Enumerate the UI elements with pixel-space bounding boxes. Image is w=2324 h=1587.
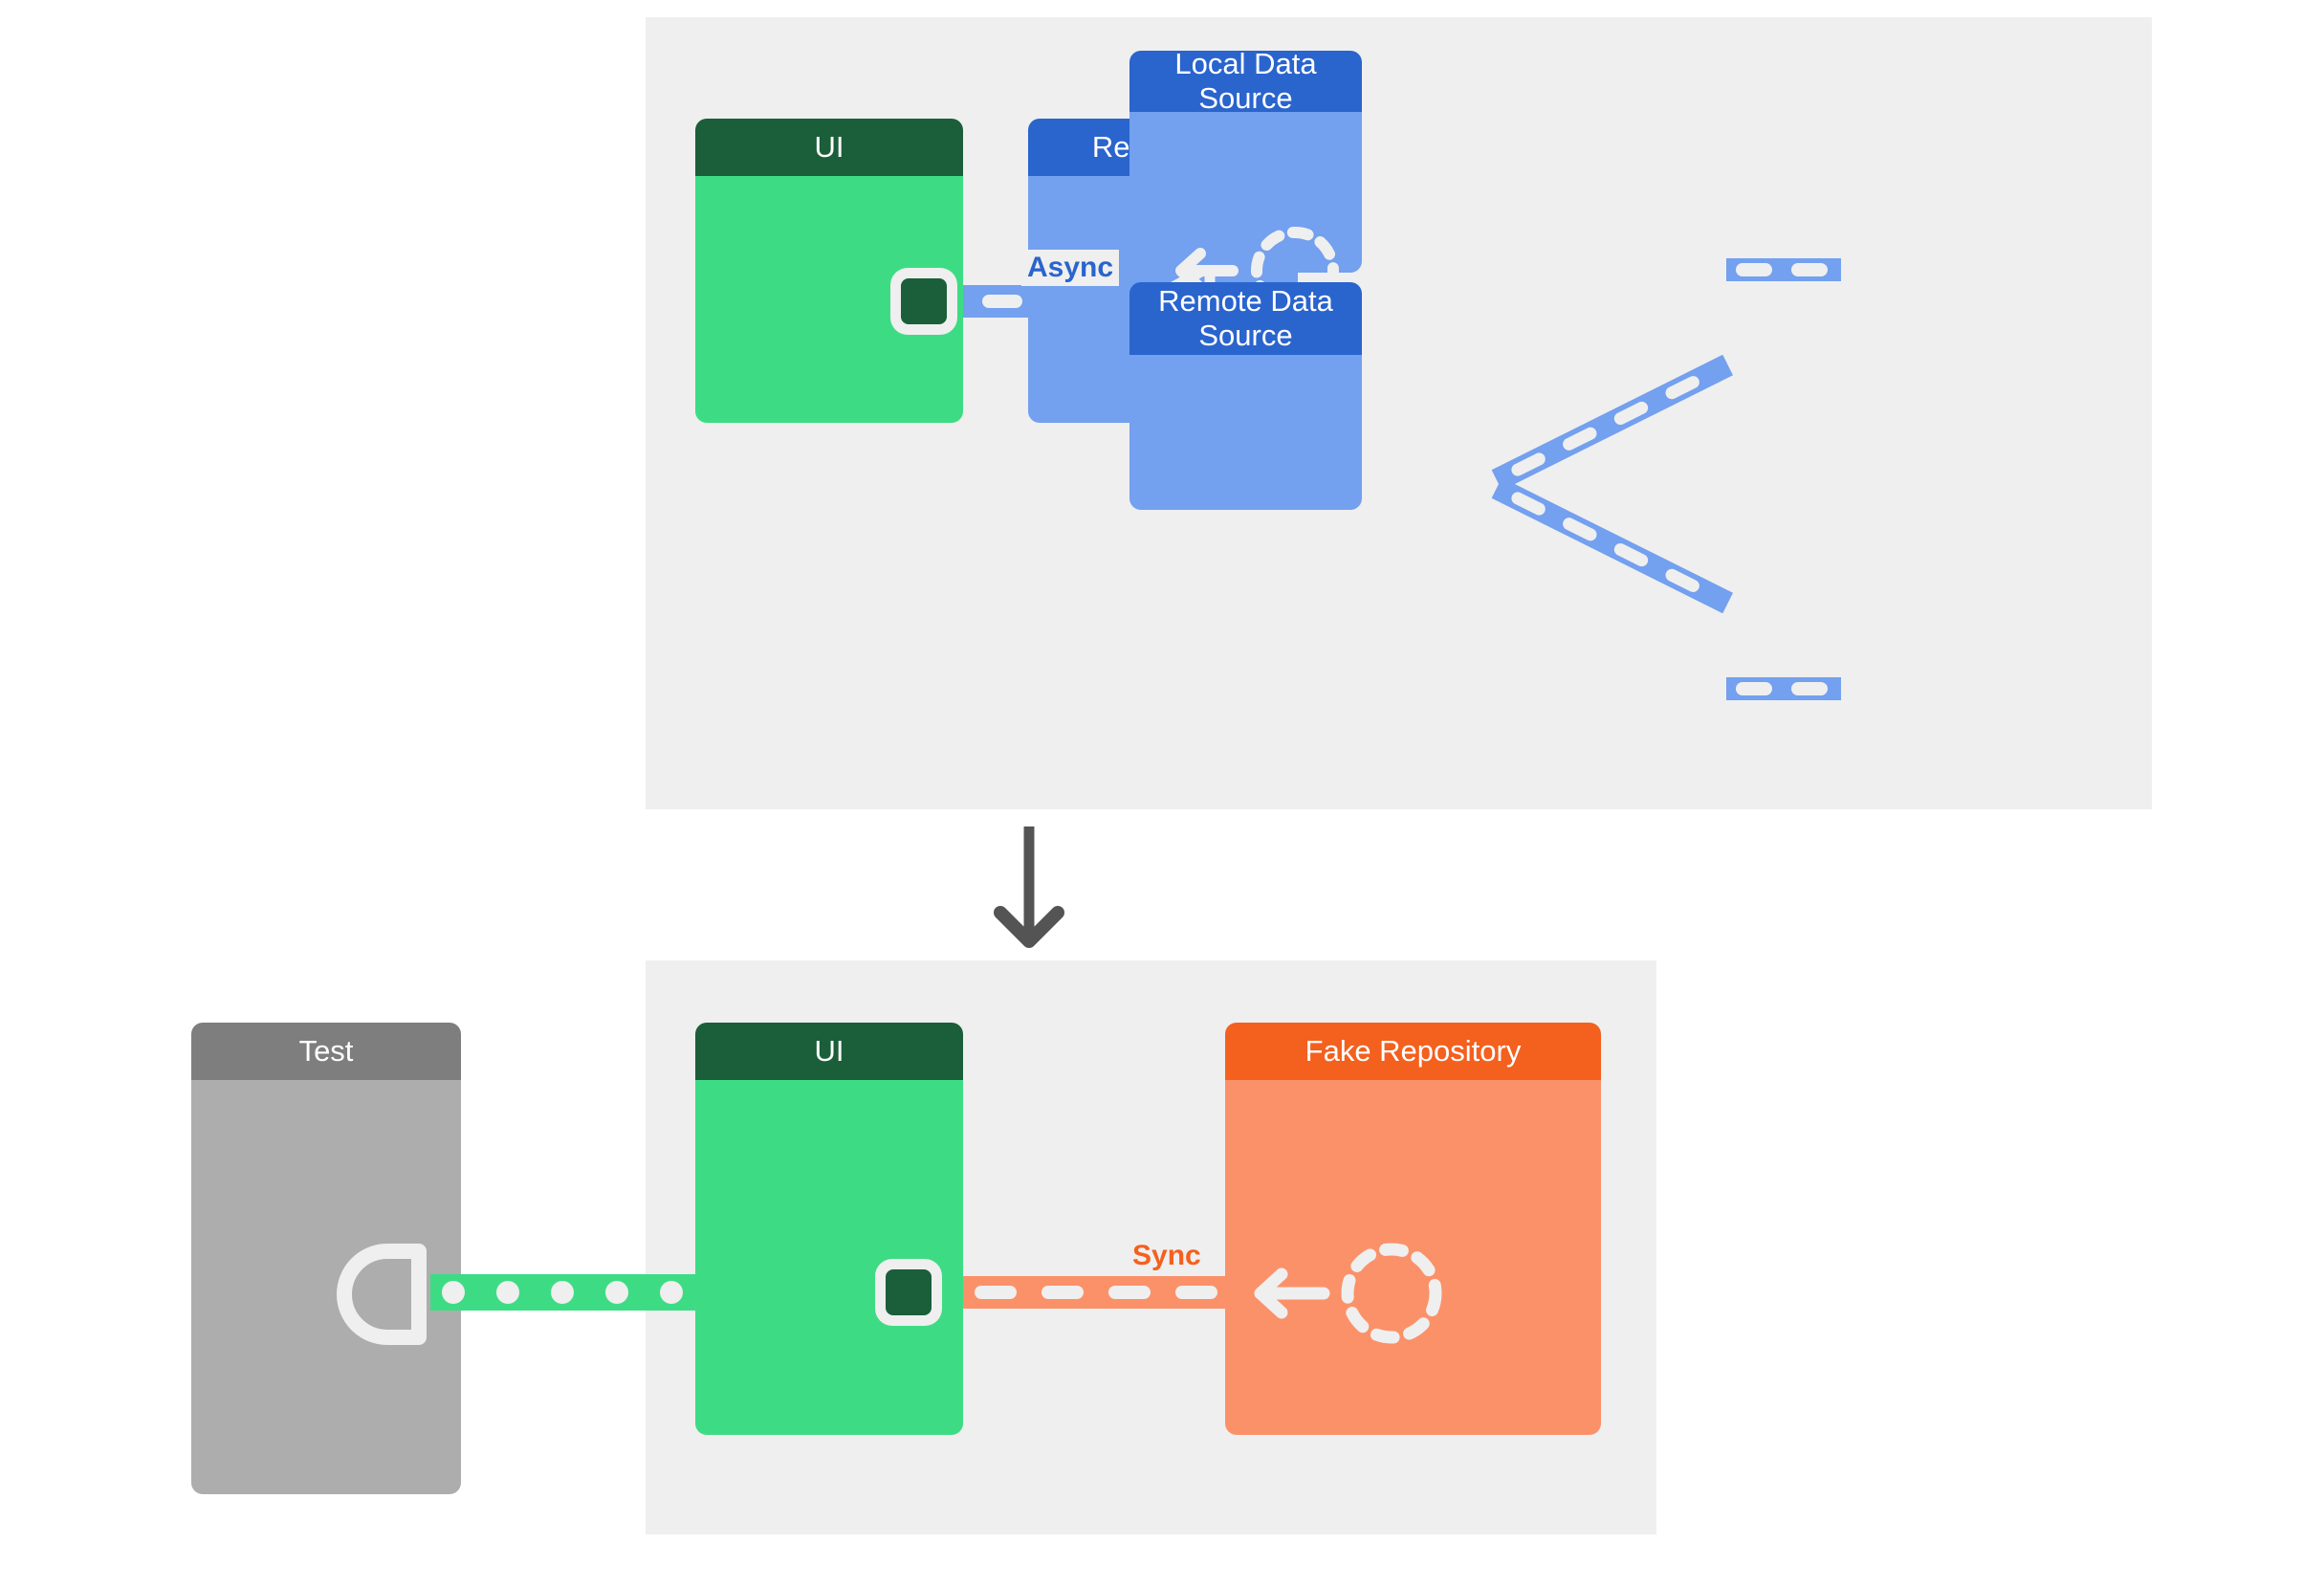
- node-ui-test[interactable]: UI: [695, 1023, 963, 1435]
- plug-socket-core: [886, 1269, 932, 1315]
- plug-socket-icon: [890, 268, 957, 335]
- node-fake-repository[interactable]: Fake Repository: [1225, 1023, 1601, 1435]
- node-ui-label: UI: [695, 119, 963, 176]
- node-remote-data-source-body: [1129, 355, 1362, 510]
- node-ui-test-label: UI: [695, 1023, 963, 1080]
- connection-label-async: Async: [1021, 250, 1120, 286]
- connection-label-sync: Sync: [1127, 1238, 1207, 1274]
- node-remote-data-source[interactable]: Remote Data Source: [1129, 282, 1362, 510]
- node-test-label: Test: [191, 1023, 461, 1080]
- connector-stub-remote: [1726, 677, 1841, 700]
- node-fake-repository-label: Fake Repository: [1225, 1023, 1601, 1080]
- production-panel: UI Repository Local Data Source Remote D…: [646, 17, 2152, 809]
- arrow-down-icon: [993, 825, 1065, 949]
- plug-socket-core: [901, 278, 947, 324]
- node-ui-test-body: [695, 1080, 963, 1435]
- node-remote-data-source-label: Remote Data Source: [1129, 282, 1362, 355]
- arrow-left-dashed-circle-icon: [1236, 1243, 1446, 1344]
- connector-stub-local: [1726, 258, 1841, 281]
- connector-repository-local-data-source: [1491, 354, 1733, 491]
- arrow-left-dashed-circle-icon: [1158, 646, 1349, 734]
- d-socket-icon: [337, 1242, 440, 1347]
- node-local-data-source-label: Local Data Source: [1129, 51, 1362, 115]
- connector-repository-remote-data-source: [1491, 477, 1733, 614]
- plug-socket-icon: [875, 1259, 942, 1326]
